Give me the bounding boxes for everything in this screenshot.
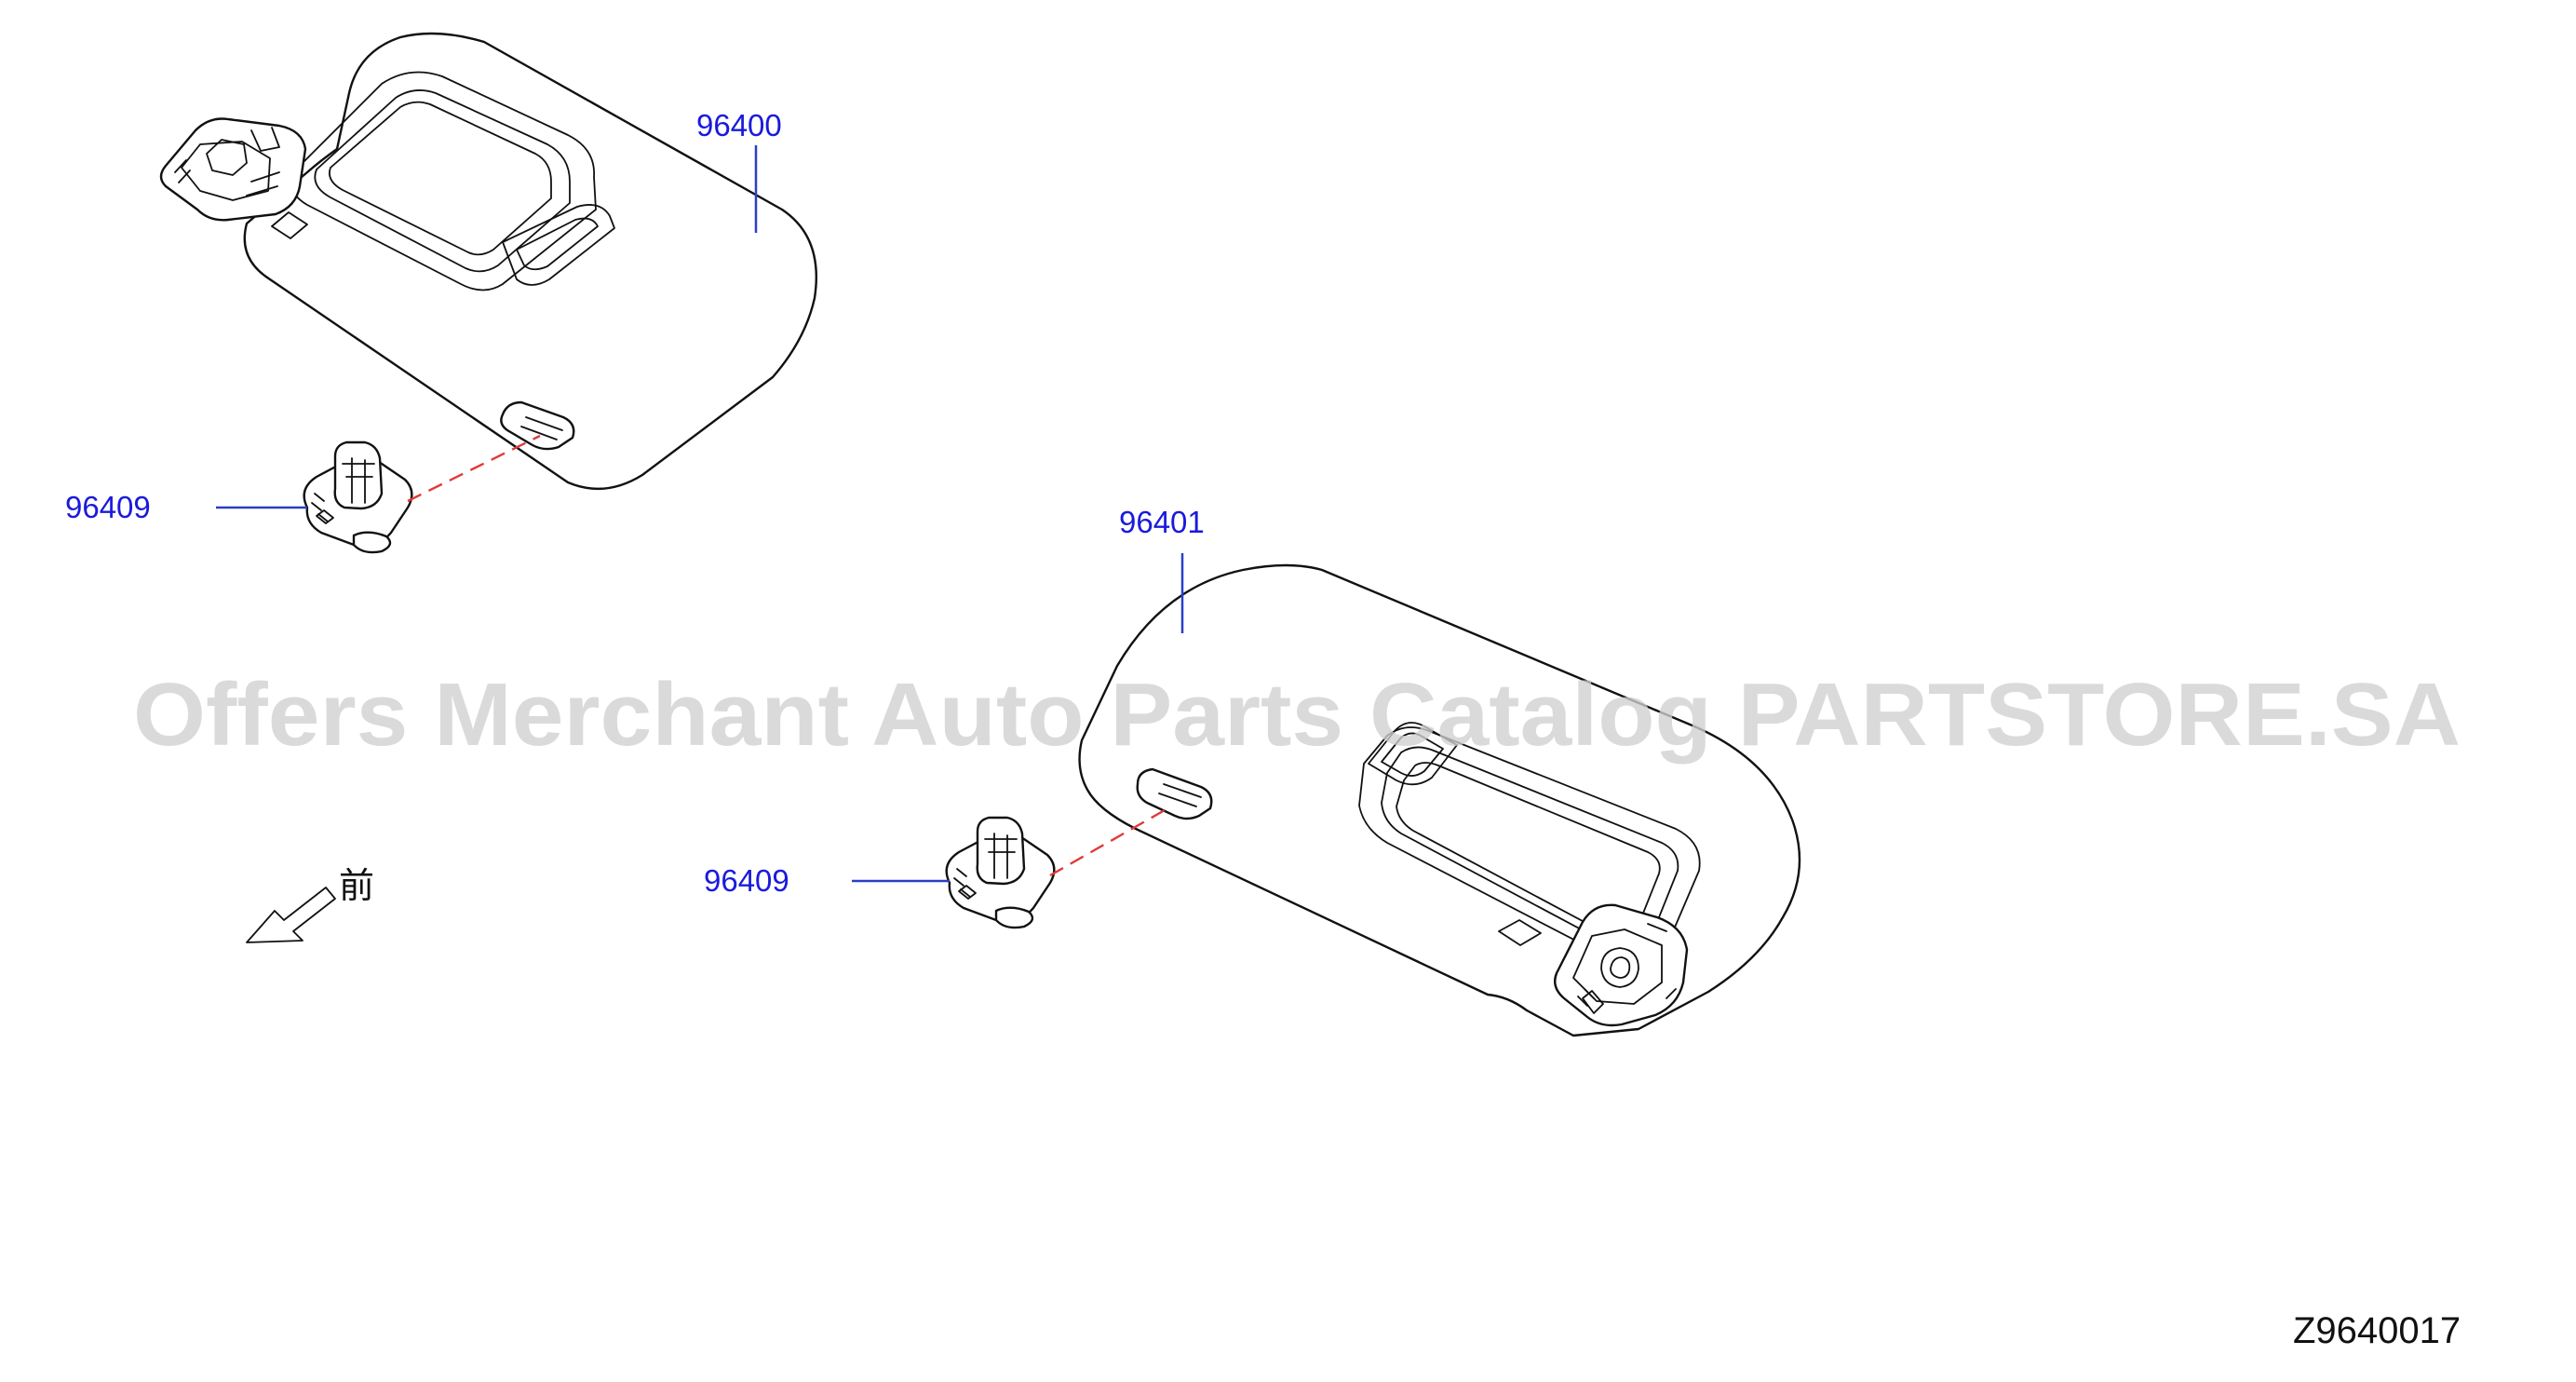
front-arrow-icon (246, 887, 336, 943)
front-direction-indicator: 前 (246, 865, 374, 943)
part-number-96409-upper[interactable]: 96409 (65, 490, 151, 524)
watermark-text: Offers Merchant Auto Parts Catalog PARTS… (133, 665, 2461, 765)
upper-connector-dashed-line (407, 434, 541, 503)
sun-visor-lower[interactable] (1078, 563, 1801, 1037)
diagram-code: Z9640017 (2293, 1310, 2461, 1351)
part-number-96400[interactable]: 96400 (696, 108, 782, 142)
sun-visor-upper[interactable] (159, 32, 818, 491)
sun-visor-holder-upper[interactable] (303, 440, 413, 554)
front-label: 前 (339, 865, 374, 906)
lower-connector-dashed-line (1049, 805, 1172, 877)
sun-visor-holder-lower[interactable] (945, 816, 1056, 929)
part-number-96401[interactable]: 96401 (1119, 505, 1205, 539)
part-number-96409-lower[interactable]: 96409 (704, 863, 789, 898)
